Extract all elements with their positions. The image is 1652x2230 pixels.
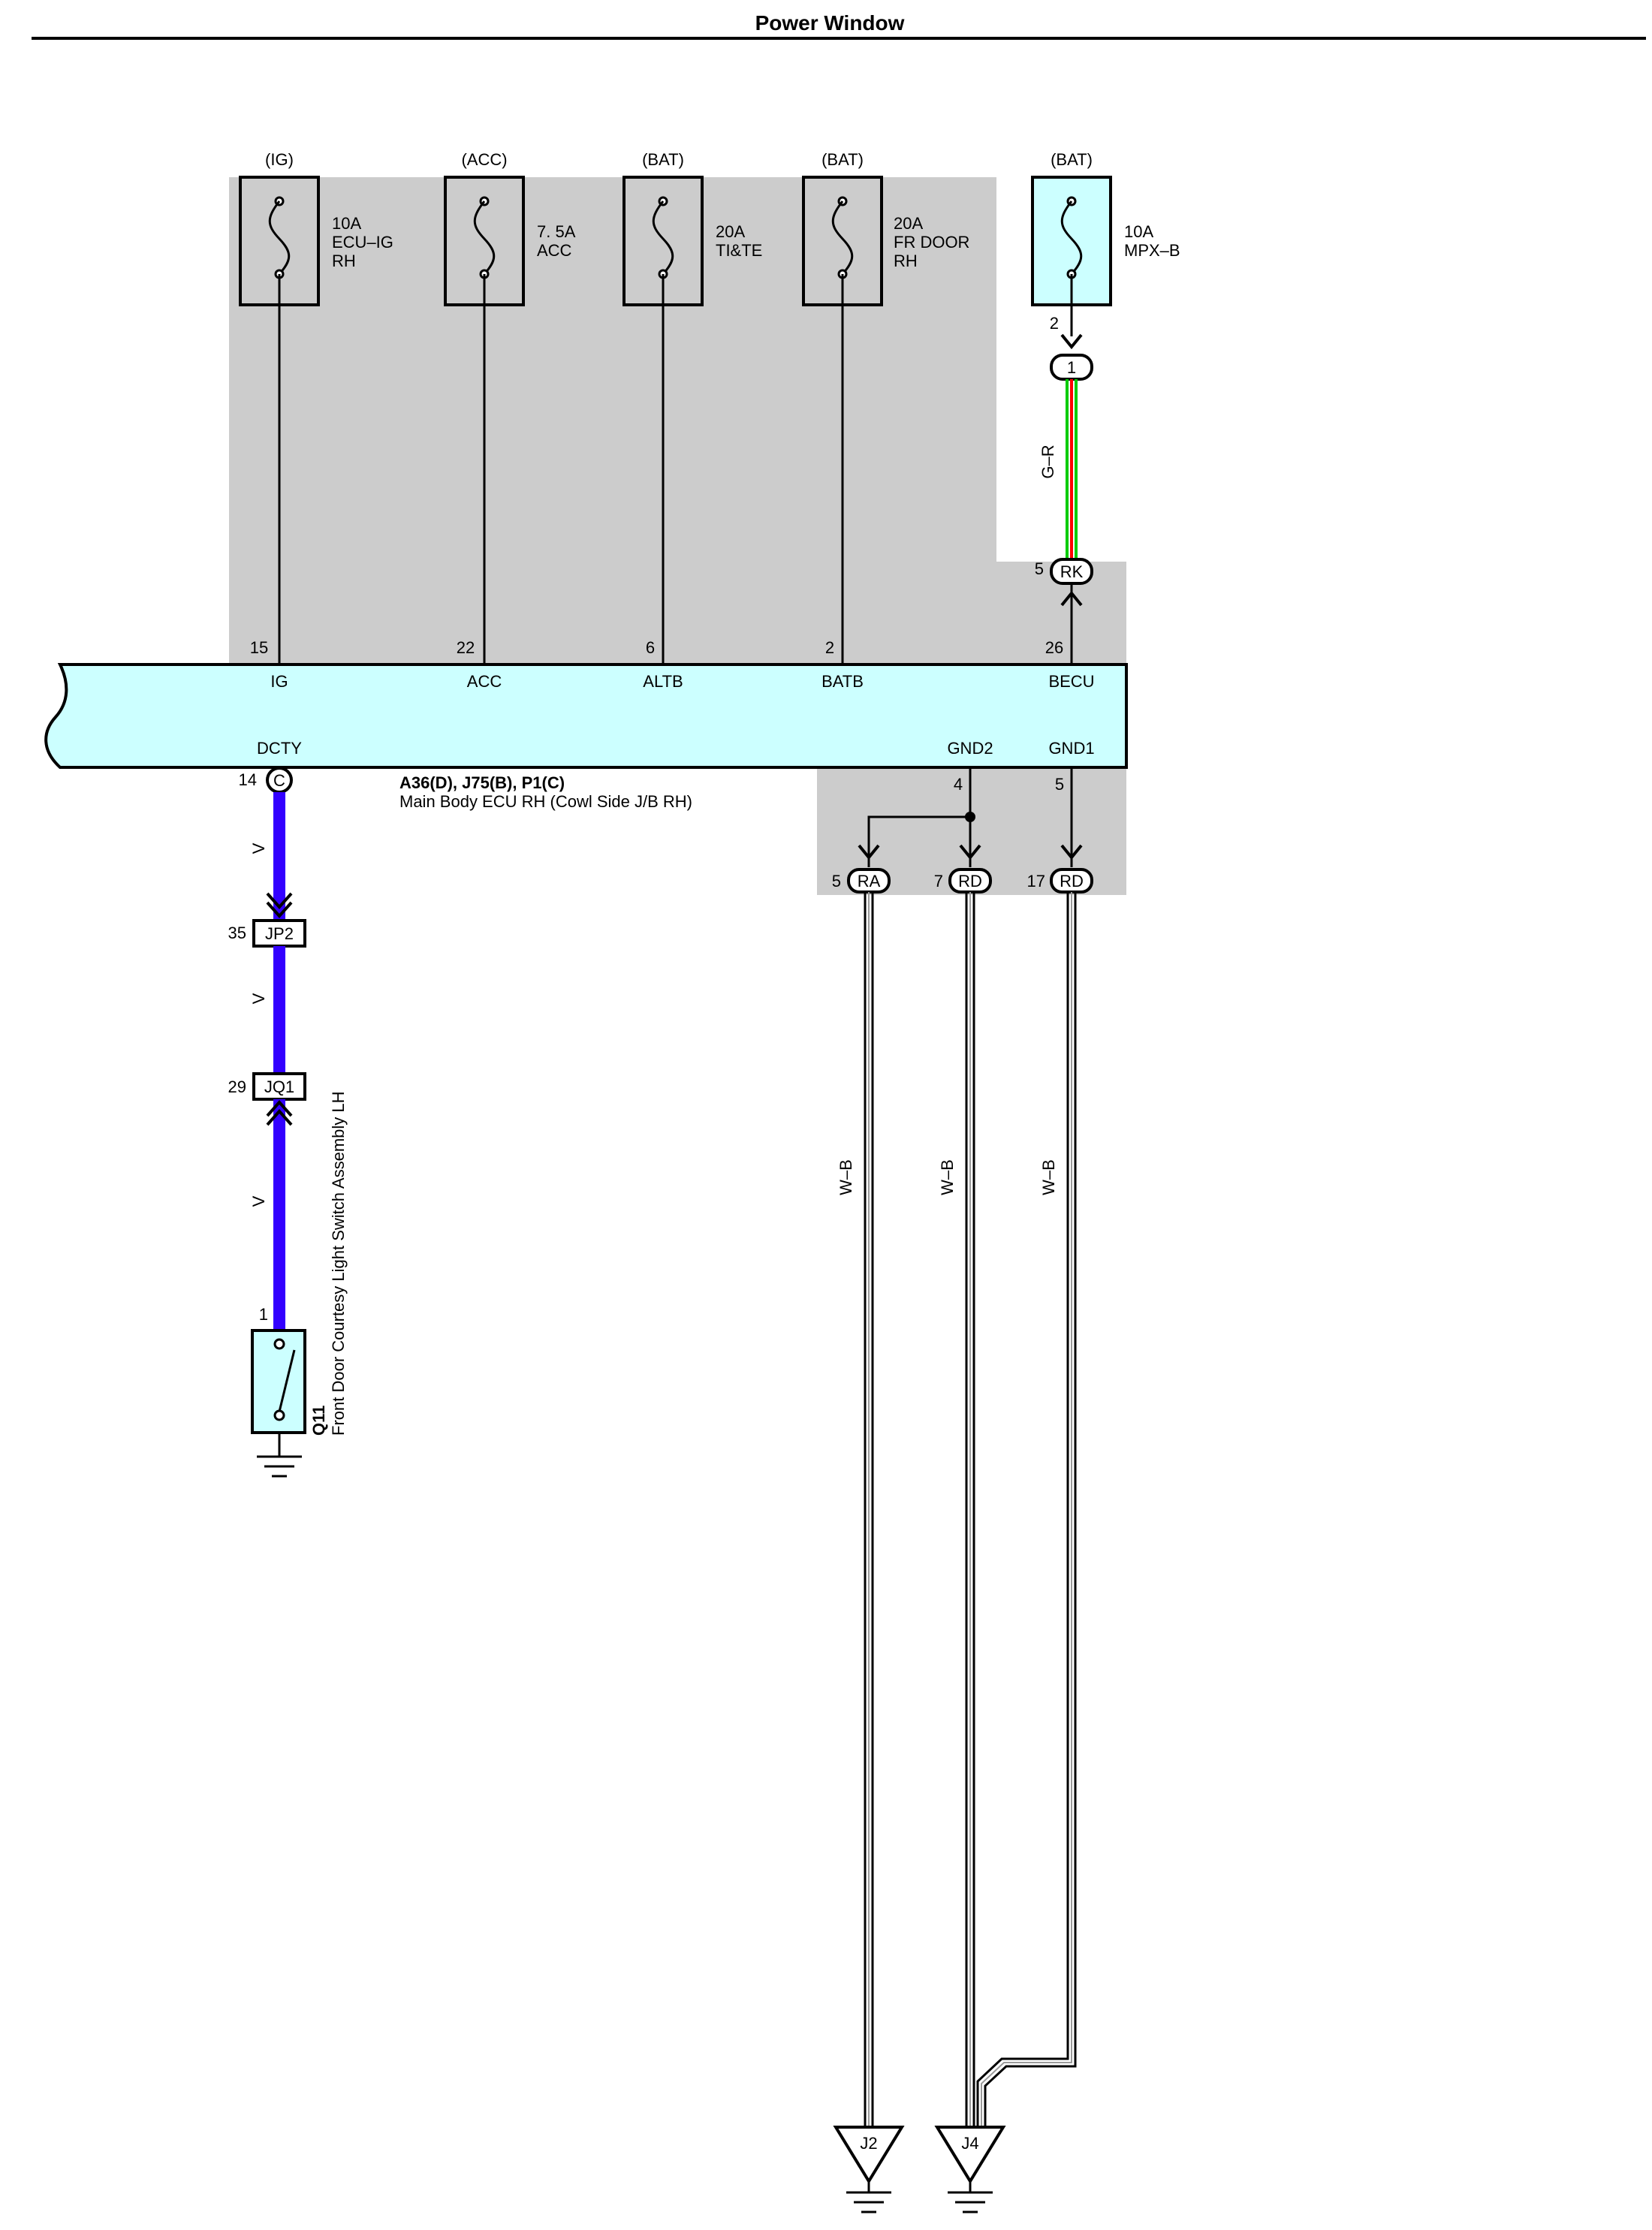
junction-block-shading <box>229 177 1126 664</box>
fuse-name-line2: RH <box>332 252 356 270</box>
connector-jq1-label: JQ1 <box>264 1077 294 1096</box>
connector-arrow-icon <box>266 892 293 910</box>
fuse-element-icon <box>1060 200 1083 275</box>
fuse-ecu-ig: (IG) 10A ECU–IG RH <box>239 150 393 306</box>
jp2-pin-num: 35 <box>228 924 246 942</box>
ecu-pin-label: ALTB <box>643 672 683 691</box>
connector-arrow-icon <box>266 1108 293 1126</box>
switch-blade-icon <box>278 1349 296 1412</box>
fuse-name: FR DOOR <box>894 233 969 252</box>
ecu-pin-num: 6 <box>646 638 655 657</box>
connector-rk-label: RK <box>1060 562 1084 581</box>
rd-pin-num: 7 <box>934 872 943 890</box>
gnd1-pin-num: 5 <box>1055 775 1064 794</box>
ecu-pin-label: GND1 <box>1048 739 1094 758</box>
wire-wb-rd-7 <box>965 892 975 2132</box>
connector-arrow-icon <box>266 1099 293 1117</box>
switch-name: Front Door Courtesy Light Switch Assembl… <box>329 1091 348 1436</box>
wire-wb-label: W–B <box>938 1159 957 1195</box>
fuse-element-icon <box>831 200 854 275</box>
ecu-pin-num: 22 <box>457 638 475 657</box>
ground-icon <box>257 1455 302 1478</box>
switch-pin-num: 1 <box>259 1305 268 1324</box>
ecu-pin-label: BATB <box>821 672 864 691</box>
ground-icon <box>846 2191 891 2213</box>
connector-arrow-icon <box>1060 844 1083 860</box>
connector-1-label: 1 <box>1067 358 1076 377</box>
ground-point-label: J2 <box>860 2134 877 2153</box>
gnd2-pin-num: 4 <box>954 775 963 794</box>
wire-wb-rd-17 <box>976 892 1077 2132</box>
connector-jp2-label: JP2 <box>265 924 294 943</box>
fuse-element-icon <box>268 200 291 275</box>
ecu-pin-label: IG <box>270 672 288 691</box>
jq1-pin-num: 29 <box>228 1077 246 1096</box>
switch-contact <box>273 1409 285 1421</box>
ecu-pin-label: GND2 <box>947 739 993 758</box>
switch-contact <box>273 1338 285 1350</box>
fuse-rating: 20A <box>894 214 923 233</box>
fuse-name: MPX–B <box>1124 241 1180 260</box>
rk-pin-number: 5 <box>1035 559 1044 578</box>
fuse-element-icon <box>473 200 496 275</box>
fuse-source-label: (BAT) <box>1051 150 1093 169</box>
rd-pin-num: 17 <box>1027 872 1045 890</box>
switch-id: Q11 <box>309 1406 328 1436</box>
wire-v-label: V <box>249 842 268 854</box>
fuse-name: TI&TE <box>716 241 762 260</box>
wire-wb-label: W–B <box>837 1159 855 1195</box>
fuse-source-label: (IG) <box>265 150 294 169</box>
ecu-pin-num: 2 <box>825 638 834 657</box>
fuse-name: ECU–IG <box>332 233 393 252</box>
fuse-name-line2: RH <box>894 252 918 270</box>
dcty-pin-num: 14 <box>239 770 257 789</box>
ground-point-j2: J2 <box>833 2126 905 2213</box>
ecu-pin-label: ACC <box>467 672 502 691</box>
fuse-rating: 10A <box>332 214 361 233</box>
ecu-pin-num: 26 <box>1045 638 1063 657</box>
connector-arrow-icon <box>1060 333 1083 350</box>
ecu-connector-codes: A36(D), J75(B), P1(C) <box>399 773 565 792</box>
fuse-rating: 7. 5A <box>537 222 576 241</box>
fuse-source-label: (BAT) <box>821 150 864 169</box>
wire-v-label: V <box>249 993 268 1004</box>
connector-rd-label: RD <box>1060 872 1084 890</box>
connector-arrow-icon <box>959 844 981 860</box>
ra-pin-num: 5 <box>832 872 841 890</box>
fuse-rating: 20A <box>716 222 745 241</box>
fuse-source-label: (ACC) <box>461 150 507 169</box>
fuse-source-label: (BAT) <box>642 150 684 169</box>
wire-gr-label: G–R <box>1039 444 1057 478</box>
connector-arrow-icon <box>858 844 880 860</box>
ground-icon <box>948 2191 993 2213</box>
page-title: Power Window <box>755 11 905 35</box>
wire-wb-label: W–B <box>1039 1159 1058 1195</box>
wire-gnd2-branch <box>867 815 970 867</box>
fuse-rating: 10A <box>1124 222 1153 241</box>
ecu-pin-label: DCTY <box>257 739 302 758</box>
connector-c-label: C <box>273 771 285 790</box>
fuse-name: ACC <box>537 241 572 260</box>
connector-rd-label: RD <box>958 872 982 890</box>
fuse-mpx-b: (BAT) 10A MPX–B <box>1031 150 1180 306</box>
connector-ra-label: RA <box>858 872 881 890</box>
ecu-pin-num: 15 <box>250 638 268 657</box>
mpx-pin-number: 2 <box>1050 314 1059 333</box>
fuse-element-icon <box>652 200 674 275</box>
ground-point-label: J4 <box>961 2134 978 2153</box>
ecu-pin-label: BECU <box>1048 672 1094 691</box>
connector-arrow-icon <box>266 901 293 919</box>
main-body-ecu <box>44 663 1128 769</box>
ground-point-j4: J4 <box>934 2126 1006 2213</box>
wire-wb-ra <box>864 892 874 2132</box>
ecu-name: Main Body ECU RH (Cowl Side J/B RH) <box>399 792 692 811</box>
wire-v-label: V <box>249 1195 268 1207</box>
connector-arrow-icon <box>1060 590 1083 607</box>
